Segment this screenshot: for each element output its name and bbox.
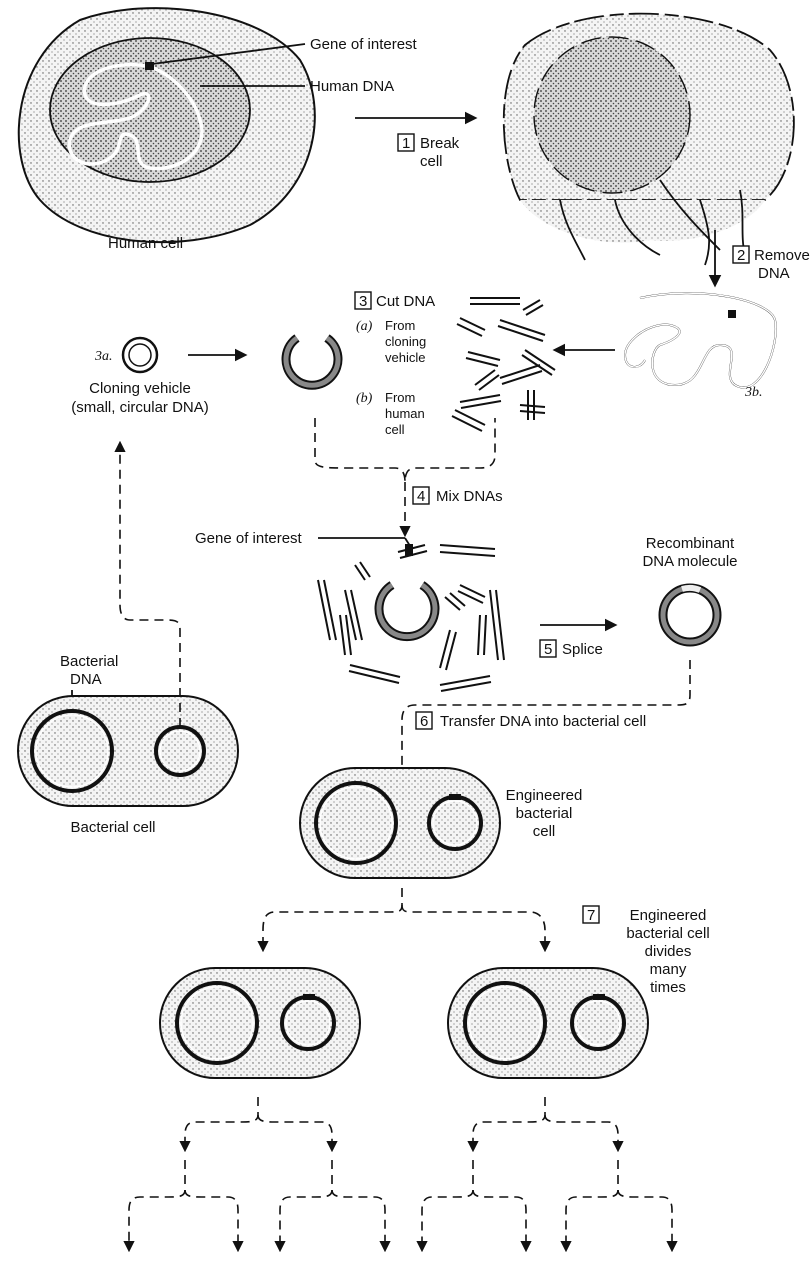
step5-number: 5 xyxy=(544,641,552,658)
step4-label: Mix DNAs xyxy=(436,488,503,505)
division-tree-left xyxy=(129,1097,385,1250)
step7-line3: divides xyxy=(645,943,692,960)
engineered-label-line2: bacterial xyxy=(516,805,573,822)
step3b-line2: human xyxy=(385,406,425,421)
step3b-line3: cell xyxy=(385,422,405,437)
cloning-vehicle-sublabel: (small, circular DNA) xyxy=(71,399,209,416)
division-tree-right xyxy=(422,1097,672,1250)
step7-line2: bacterial cell xyxy=(626,925,709,942)
broken-nucleus xyxy=(534,37,690,193)
step4-number: 4 xyxy=(417,488,425,505)
step7-arrow-left xyxy=(263,888,402,950)
human-cell-label: Human cell xyxy=(108,235,183,252)
cloning-vehicle-label: Cloning vehicle xyxy=(89,380,191,397)
engineered-label-line3: cell xyxy=(533,823,556,840)
bacterial-plasmid xyxy=(156,727,204,775)
daughter-cell-left xyxy=(160,968,360,1078)
step7-line4: many xyxy=(650,961,687,978)
step2-label-line1: Remove xyxy=(754,247,810,264)
step3a-letter: (a) xyxy=(356,319,373,334)
step7-line5: times xyxy=(650,979,686,996)
vehicle-source-arrow xyxy=(120,443,180,727)
step7-line1: Engineered xyxy=(630,907,707,924)
mixed-dna-fragments xyxy=(318,545,504,691)
engineered-label-line1: Engineered xyxy=(506,787,583,804)
human-dna-fragments xyxy=(452,298,555,431)
step4-brace xyxy=(315,418,495,482)
gene-of-interest-mark xyxy=(728,310,736,318)
removed-human-dna xyxy=(625,293,776,387)
step1-label-line1: Break xyxy=(420,135,460,152)
step7-arrow-right xyxy=(402,905,545,950)
bacterial-dna-label-line1: Bacterial xyxy=(60,653,118,670)
gene-of-interest-mid-label: Gene of interest xyxy=(195,530,303,547)
recombinant-dna-molecule xyxy=(663,588,717,642)
step2-number: 2 xyxy=(737,247,745,264)
step2-label-line2: DNA xyxy=(758,265,790,282)
step1-number: 1 xyxy=(402,135,410,152)
label-3a: 3a. xyxy=(94,349,113,364)
bacterial-dna-label-line2: DNA xyxy=(70,671,102,688)
step3b-line1: From xyxy=(385,390,415,405)
step7-number: 7 xyxy=(587,907,595,924)
label-3b: 3b. xyxy=(744,385,763,400)
step3-number: 3 xyxy=(359,293,367,310)
daughter-cell-right xyxy=(448,968,648,1078)
step3a-line3: vehicle xyxy=(385,350,425,365)
recombinant-label-line1: Recombinant xyxy=(646,535,735,552)
human-cell xyxy=(19,8,315,242)
engineered-bacterial-cell xyxy=(300,768,500,878)
recombinant-label-line2: DNA molecule xyxy=(642,553,737,570)
bacterial-cell xyxy=(18,696,238,806)
gene-of-interest-label: Gene of interest xyxy=(310,36,418,53)
step3-label: Cut DNA xyxy=(376,293,435,310)
step1-label-line2: cell xyxy=(420,153,443,170)
bacterial-chromosome xyxy=(32,711,112,791)
step3a-line2: cloning xyxy=(385,334,426,349)
bacterial-cell-label: Bacterial cell xyxy=(70,819,155,836)
cloning-vehicle-plasmid xyxy=(123,338,157,372)
step3b-letter: (b) xyxy=(356,391,373,406)
human-dna-label: Human DNA xyxy=(310,78,394,95)
step5-label: Splice xyxy=(562,641,603,658)
step3a-line1: From xyxy=(385,318,415,333)
broken-cell xyxy=(504,14,794,265)
step6-label: Transfer DNA into bacterial cell xyxy=(440,713,646,730)
step6-number: 6 xyxy=(420,713,428,730)
